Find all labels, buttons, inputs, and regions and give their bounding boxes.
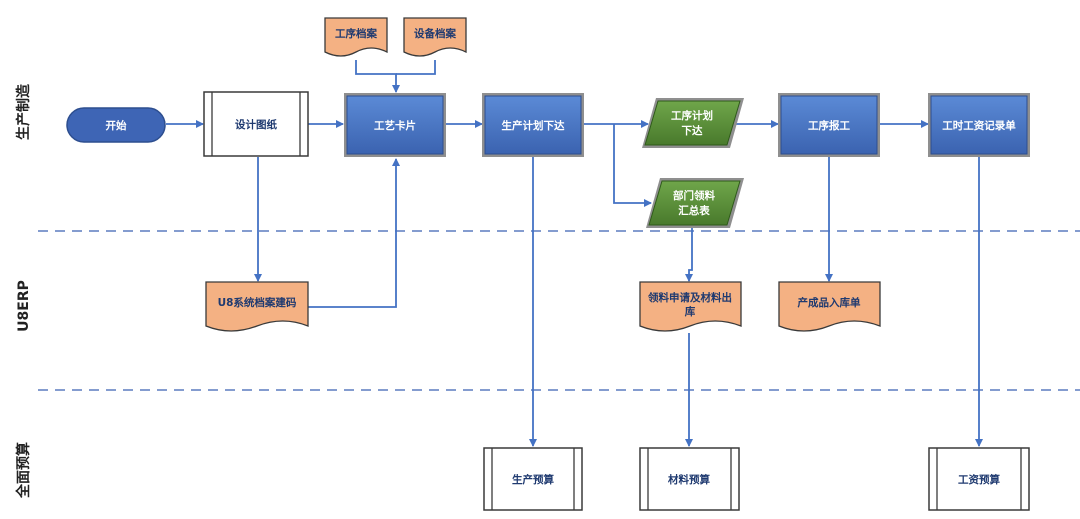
wage-budget-label: 工资预算 [958, 473, 1000, 486]
arrow-u8-to-card [308, 158, 400, 308]
work-hour-record-label: 工时工资记录单 [942, 119, 1016, 132]
process-plan-label-line1: 工序计划 [671, 109, 713, 122]
production-budget-box[interactable]: 生产预算 [483, 447, 583, 511]
process-report-label: 工序报工 [808, 119, 850, 132]
production-plan-box[interactable]: 生产计划下达 [482, 93, 584, 157]
material-budget-box[interactable]: 材料预算 [639, 447, 740, 511]
process-card-label: 工艺卡片 [374, 119, 416, 132]
finished-goods-doc[interactable]: 产成品入库单 [778, 281, 881, 332]
process-report-box[interactable]: 工序报工 [778, 93, 880, 157]
material-request-doc[interactable]: 领料申请及材料出 库 [639, 281, 742, 332]
equipment-archive-label: 设备档案 [414, 27, 456, 40]
material-request-label-line1: 领料申请及材料出 [648, 291, 732, 304]
finished-goods-label: 产成品入库单 [798, 296, 861, 309]
start-terminator[interactable]: 开始 [66, 107, 166, 143]
work-hour-record-box[interactable]: 工时工资记录单 [928, 93, 1030, 157]
equipment-archive-doc[interactable]: 设备档案 [403, 17, 467, 57]
arrow-plan-to-dept-material [613, 124, 652, 207]
u8-archive-label: U8系统档案建码 [218, 296, 297, 309]
lane-label-erp: U8ERP [16, 280, 32, 332]
start-label: 开始 [106, 119, 127, 132]
process-archive-doc[interactable]: 工序档案 [324, 17, 388, 57]
process-plan-label-line2: 下达 [682, 124, 703, 137]
production-budget-label: 生产预算 [512, 473, 554, 486]
material-request-label-line2: 库 [685, 305, 696, 318]
arrow-equipment-archive-to-card [396, 60, 436, 75]
connectors [166, 60, 983, 447]
dept-material-label-line2: 汇总表 [678, 204, 710, 217]
process-card-box[interactable]: 工艺卡片 [344, 93, 446, 157]
material-budget-label: 材料预算 [667, 473, 710, 486]
wage-budget-box[interactable]: 工资预算 [928, 447, 1030, 511]
lane-label-budget: 全面预算 [15, 442, 32, 499]
design-drawing-label: 设计图纸 [235, 118, 277, 131]
design-drawing-box[interactable]: 设计图纸 [203, 91, 309, 157]
process-plan-parallelogram[interactable]: 工序计划 下达 [642, 98, 744, 148]
arrow-process-archive-to-card [355, 60, 400, 93]
lane-label-production: 生产制造 [15, 84, 32, 140]
u8-archive-doc[interactable]: U8系统档案建码 [205, 281, 309, 332]
dept-material-label-line1: 部门领料 [673, 189, 715, 202]
production-plan-label: 生产计划下达 [502, 119, 565, 132]
arrow-dept-material-to-request [685, 228, 693, 282]
dept-material-parallelogram[interactable]: 部门领料 汇总表 [646, 178, 744, 228]
process-archive-label: 工序档案 [335, 27, 377, 40]
